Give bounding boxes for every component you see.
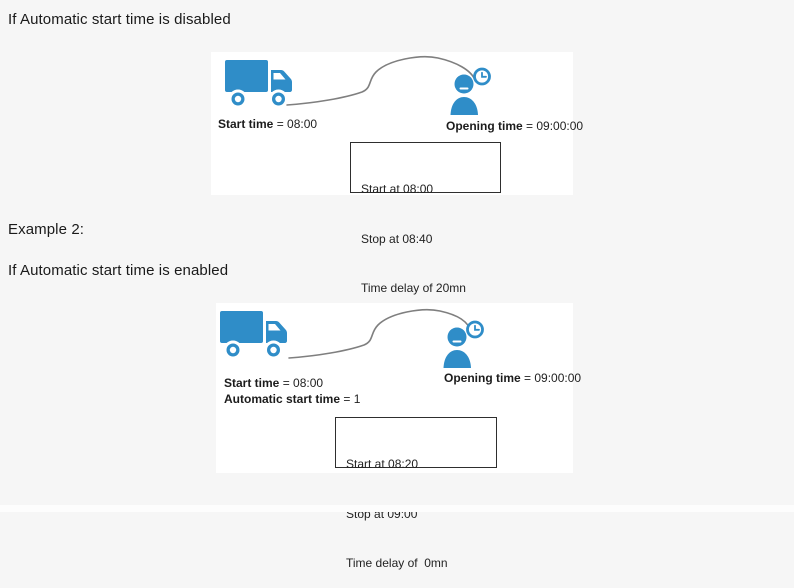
heading-automatic-disabled: If Automatic start time is disabled (8, 11, 231, 28)
info-box-line: Start at 08:00 (361, 182, 434, 196)
start-time-label: Start time = 08:00 (224, 376, 323, 390)
start-time-label-value: = 08:00 (279, 376, 324, 390)
person-clock-icon (443, 320, 484, 368)
start-time-label-name: Start time (218, 117, 274, 131)
info-box-line: Stop at 08:40 (361, 231, 433, 246)
truck-icon (220, 311, 287, 360)
start-time-label: Start time = 08:00 (218, 117, 317, 131)
opening-time-label: Opening time = 09:00:00 (446, 119, 583, 133)
info-box-line: Start at 08:20 (346, 457, 419, 471)
automatic-start-time-label-name: Automatic start time (224, 392, 341, 406)
info-box-line: Time delay of 20mn (361, 281, 466, 295)
opening-time-label-name: Opening time (444, 371, 521, 385)
start-time-label-name: Start time (224, 376, 280, 390)
person-clock-icon (450, 67, 491, 115)
page-bottom-edge (0, 505, 794, 512)
opening-time-label-name: Opening time (446, 119, 523, 133)
opening-time-label-value: = 09:00:00 (520, 371, 582, 385)
automatic-start-time-label: Automatic start time = 1 (224, 392, 360, 406)
automatic-start-time-label-value: = 1 (340, 392, 361, 406)
info-box: Start at 08:20 Stop at 09:00 Time delay … (335, 417, 497, 570)
info-box: Start at 08:00 Stop at 08:40 Time delay … (350, 142, 501, 295)
opening-time-label: Opening time = 09:00:00 (444, 371, 581, 385)
opening-time-label-value: = 09:00:00 (522, 119, 584, 133)
heading-example2: Example 2: (8, 221, 85, 238)
truck-icon (225, 60, 292, 109)
start-time-label-value: = 08:00 (273, 117, 318, 131)
heading-automatic-enabled: If Automatic start time is enabled (8, 262, 229, 279)
info-box-line: Time delay of 0mn (346, 556, 448, 570)
